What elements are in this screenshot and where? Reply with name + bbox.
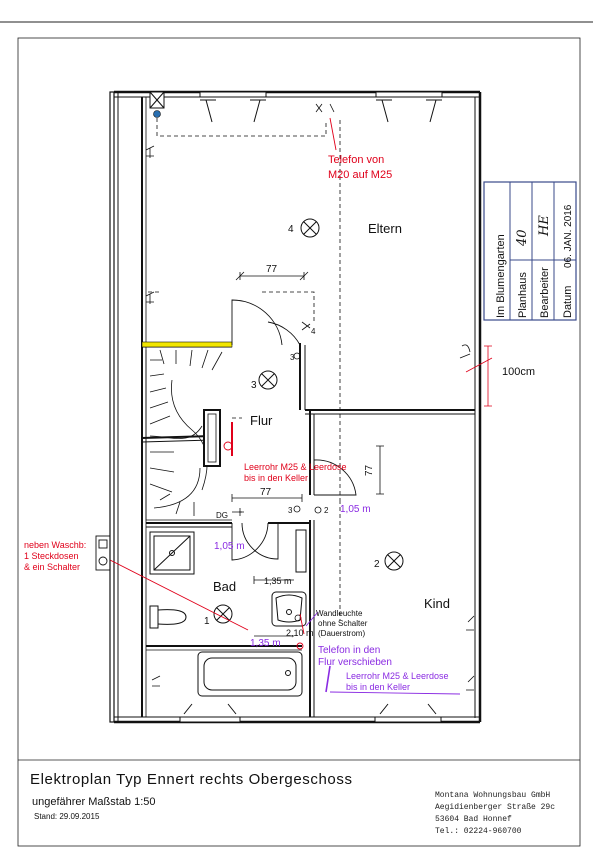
stamp-bearbeiter-label: Bearbeiter xyxy=(539,267,551,318)
note-wandleuchte-1: Wandleuchte xyxy=(316,609,363,618)
note-leerrohr-flur-1: Leerrohr M25 & Leerdose xyxy=(244,462,347,472)
switch-label-3a: 3 xyxy=(290,353,295,362)
staircase xyxy=(141,349,232,521)
stamp-datum-label: Datum xyxy=(562,286,574,318)
room-label-bad: Bad xyxy=(213,579,236,594)
switch-label-dg: DG xyxy=(216,511,228,520)
room-label-kind: Kind xyxy=(424,596,450,611)
switch-label-4: 4 xyxy=(311,327,316,336)
windows-bottom xyxy=(179,703,442,723)
stamp-text: Im Blumengarten Planhaus 40 Bearbeiter H… xyxy=(495,204,574,318)
note-telefon-flur-2: Flur verschieben xyxy=(318,657,392,668)
height-210: 2,10 m xyxy=(286,628,314,638)
note-waschb-3: & ein Schalter xyxy=(24,562,80,572)
lamp-number-eltern: 4 xyxy=(288,224,294,235)
note-waschb-2: 1 Steckdosen xyxy=(24,551,79,561)
note-leerrohr-kind-1: Leerrohr M25 & Leerdose xyxy=(346,671,449,681)
note-telefon-flur-1: Telefon in den xyxy=(318,645,380,656)
lamp-bad xyxy=(213,604,233,624)
room-label-flur: Flur xyxy=(250,413,273,428)
plan-title: Elektroplan Typ Ennert rechts Obergescho… xyxy=(30,771,353,788)
dim-77-mid: 77 xyxy=(260,487,272,498)
room-label-eltern: Eltern xyxy=(368,221,402,236)
dim-77-top: 77 xyxy=(266,264,278,275)
outlet-marks xyxy=(145,103,475,691)
plan-scale: ungefährer Maßstab 1:50 xyxy=(32,796,156,808)
height-135-a: 1,35 m xyxy=(264,576,292,586)
stamp-planhaus-value: 40 xyxy=(515,229,530,247)
company-name: Montana Wohnungsbau GmbH xyxy=(435,791,550,800)
note-telefon-1: Telefon von xyxy=(328,154,384,166)
windows-top xyxy=(199,91,443,123)
switch-label-2: 2 xyxy=(324,506,329,515)
height-105-right: 1,05 m xyxy=(340,504,371,515)
note-leerrohr-kind-2: bis in den Keller xyxy=(346,682,410,692)
company-street: Aegidienberger Straße 29c xyxy=(435,803,555,812)
stamp-street: Im Blumengarten xyxy=(495,234,507,318)
lamp-flur xyxy=(258,370,278,390)
lamp-kind xyxy=(384,551,404,571)
note-leerrohr-flur-2: bis in den Keller xyxy=(244,473,308,483)
note-wandleuchte-2: ohne Schalter xyxy=(318,619,368,628)
dimension-lines xyxy=(231,271,493,637)
company-city: 53604 Bad Honnef xyxy=(435,815,512,824)
lamp-number-flur: 3 xyxy=(251,380,257,391)
leader-lines xyxy=(109,117,461,695)
wiring-dashes xyxy=(148,118,341,620)
height-105-left: 1,05 m xyxy=(214,541,245,552)
stamp-datum-value: 06. JAN. 2016 xyxy=(563,204,574,268)
stamp-bearbeiter-value: HE xyxy=(537,215,552,237)
company-tel: Tel.: 02224-960700 xyxy=(435,827,522,836)
note-waschb-1: neben Waschb: xyxy=(24,540,86,550)
note-telefon-2: M20 auf M25 xyxy=(328,169,392,181)
note-wandleuchte-3: (Dauerstrom) xyxy=(318,629,365,638)
lamp-eltern xyxy=(300,218,320,238)
waschbecken-socket-box xyxy=(95,535,111,571)
plan-stand: Stand: 29.09.2015 xyxy=(34,812,100,821)
lamp-number-bad: 1 xyxy=(204,616,210,627)
stair-handrail-highlight xyxy=(141,341,233,348)
dim-77-right: 77 xyxy=(364,464,375,476)
sheet-frame xyxy=(17,37,581,847)
stamp-planhaus-label: Planhaus xyxy=(517,272,529,318)
ceiling-lamps xyxy=(213,218,404,624)
doors xyxy=(231,299,357,561)
switch-label-3b: 3 xyxy=(288,506,293,515)
dim-100cm: 100cm xyxy=(502,366,535,378)
height-135-b: 1,35 m xyxy=(250,638,281,649)
lamp-number-kind: 2 xyxy=(374,559,380,570)
vent-box xyxy=(149,91,165,118)
approval-stamp xyxy=(483,181,577,321)
